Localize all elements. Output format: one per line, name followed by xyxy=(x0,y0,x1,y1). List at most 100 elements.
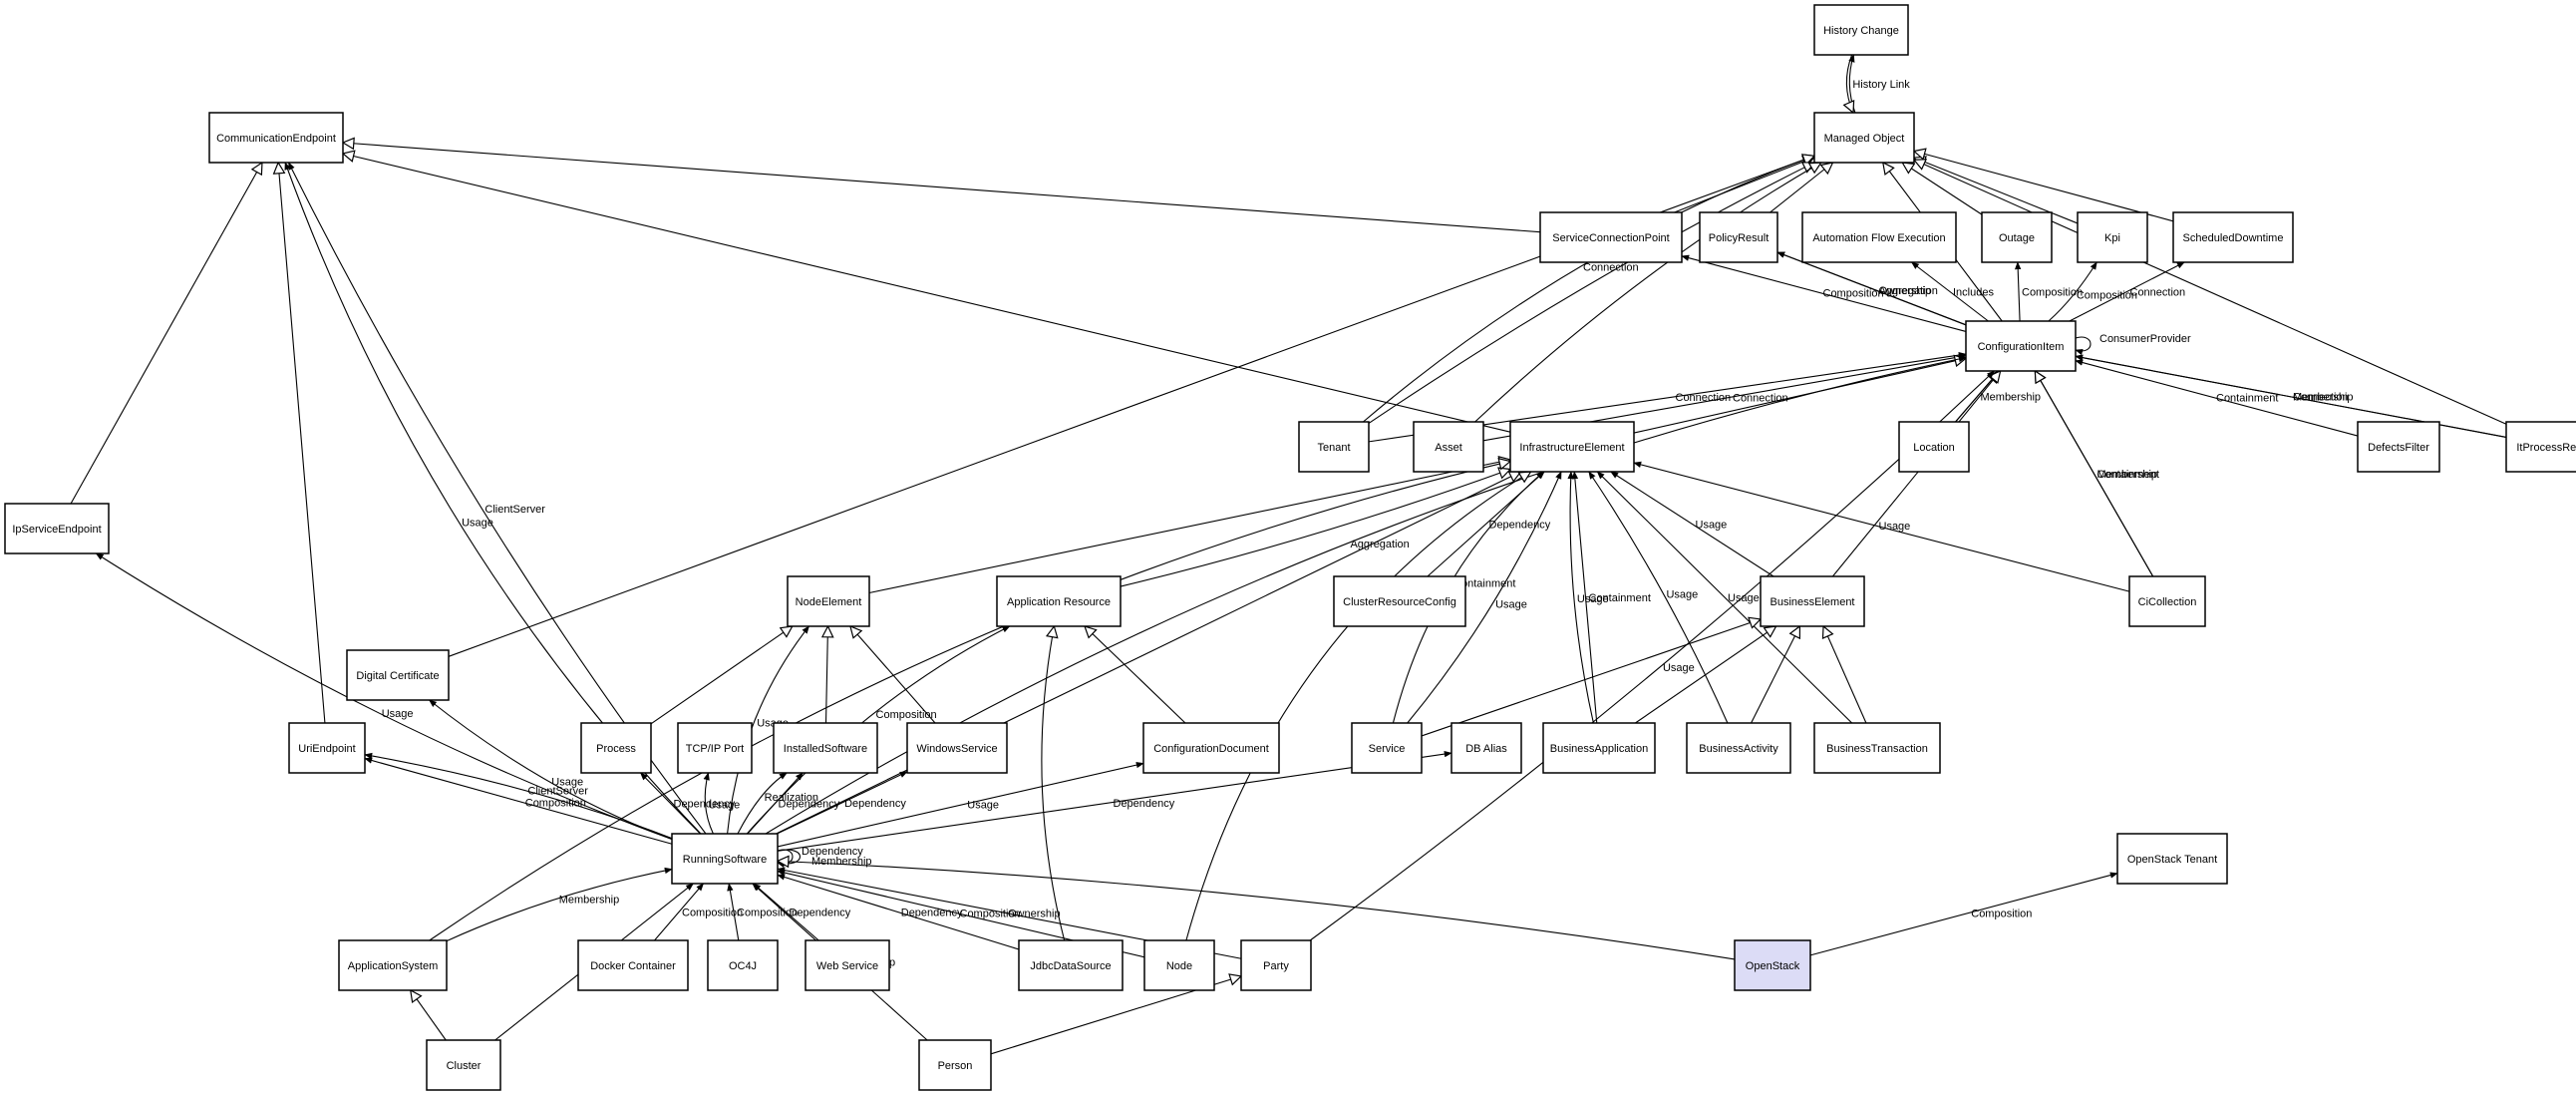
node-docker-container[interactable]: Docker Container xyxy=(577,939,689,991)
node-box xyxy=(1539,211,1683,263)
edge-line xyxy=(2069,261,2185,322)
node-openstack[interactable]: OpenStack xyxy=(1734,939,1811,991)
node-location[interactable]: Location xyxy=(1898,421,1970,473)
edge-service-connection-point-to-communication-endpoint xyxy=(343,143,1541,233)
node-label: ScheduledDowntime xyxy=(2183,232,2284,244)
edge-running-software-to-uri-endpoint xyxy=(364,752,673,840)
node-box xyxy=(1813,722,1941,774)
node-box xyxy=(1450,722,1522,774)
edge-label: ClientServer xyxy=(484,504,545,516)
node-business-activity[interactable]: BusinessActivity xyxy=(1686,722,1791,774)
node-policy-result[interactable]: PolicyResult xyxy=(1699,211,1778,263)
edge-ip-service-endpoint-to-communication-endpoint xyxy=(70,163,262,505)
edge-line xyxy=(2075,336,2092,356)
node-jdbc-data-source[interactable]: JdbcDataSource xyxy=(1018,939,1124,991)
edge-line xyxy=(1823,626,1867,724)
node-node[interactable]: Node xyxy=(1143,939,1215,991)
node-uri-endpoint[interactable]: UriEndpoint xyxy=(288,722,366,774)
node-application-resource[interactable]: Application Resource xyxy=(996,575,1122,627)
node-business-application[interactable]: BusinessApplication xyxy=(1542,722,1656,774)
edge-process-to-node-element xyxy=(650,626,793,725)
node-application-system[interactable]: ApplicationSystem xyxy=(338,939,448,991)
edge-line xyxy=(1914,158,2079,224)
node-box xyxy=(346,649,450,701)
node-label: PolicyResult xyxy=(1709,232,1770,244)
edge-cluster-resource-config-to-infrastructure-element xyxy=(1427,471,1545,577)
node-scheduled-downtime[interactable]: ScheduledDowntime xyxy=(2172,211,2294,263)
node-label: Person xyxy=(938,1060,973,1072)
node-managed-object[interactable]: Managed Object xyxy=(1813,112,1915,164)
edge-label: Connection xyxy=(1583,262,1639,274)
node-process[interactable]: Process xyxy=(580,722,652,774)
edge-label: Usage xyxy=(1879,521,1911,533)
edge-application-system-to-infrastructure-element xyxy=(429,462,1510,941)
node-openstack-tenant[interactable]: OpenStack Tenant xyxy=(2116,833,2228,885)
node-tcp-ip-port[interactable]: TCP/IP Port xyxy=(677,722,753,774)
node-windows-service[interactable]: WindowsService xyxy=(906,722,1008,774)
edge-line xyxy=(2048,261,2097,322)
edge-docker-container-to-running-software xyxy=(654,883,705,941)
node-business-transaction[interactable]: BusinessTransaction xyxy=(1813,722,1941,774)
edge-business-transaction-to-business-element xyxy=(1823,626,1867,724)
node-box xyxy=(1143,939,1215,991)
node-infrastructure-element[interactable]: InfrastructureElement xyxy=(1509,421,1635,473)
node-digital-certificate[interactable]: Digital Certificate xyxy=(346,649,450,701)
edge-line xyxy=(1427,471,1545,577)
edge-line xyxy=(737,772,788,835)
edge-jdbc-data-source-to-running-software xyxy=(777,874,1020,950)
node-service-connection-point[interactable]: ServiceConnectionPoint xyxy=(1539,211,1683,263)
node-history-change[interactable]: History Change xyxy=(1813,4,1909,56)
edge-outage-to-managed-object xyxy=(1902,163,1983,215)
node-cluster[interactable]: Cluster xyxy=(426,1039,501,1091)
node-box xyxy=(2077,211,2148,263)
edge-line xyxy=(1567,471,1594,724)
edge-line xyxy=(1185,472,1531,941)
node-node-element[interactable]: NodeElement xyxy=(787,575,870,627)
node-installed-software[interactable]: InstalledSoftware xyxy=(773,722,878,774)
edge-label: Containment xyxy=(1453,578,1515,590)
edge-line xyxy=(868,460,1510,594)
node-db-alias[interactable]: DB Alias xyxy=(1450,722,1522,774)
node-tenant[interactable]: Tenant xyxy=(1298,421,1370,473)
node-configuration-document[interactable]: ConfigurationDocument xyxy=(1142,722,1280,774)
node-label: CiCollection xyxy=(2138,596,2197,608)
node-person[interactable]: Person xyxy=(918,1039,992,1091)
node-automation-flow-execution[interactable]: Automation Flow Execution xyxy=(1801,211,1957,263)
node-asset[interactable]: Asset xyxy=(1413,421,1484,473)
node-it-process-record[interactable]: ItProcessRecord xyxy=(2505,421,2576,473)
node-outage[interactable]: Outage xyxy=(1981,211,2053,263)
node-box xyxy=(918,1039,992,1091)
edge-line xyxy=(1914,152,2174,222)
node-kpi[interactable]: Kpi xyxy=(2077,211,2148,263)
node-service[interactable]: Service xyxy=(1351,722,1423,774)
node-configuration-item[interactable]: ConfigurationItem xyxy=(1965,320,2077,372)
edge-label: ClientServer xyxy=(527,785,588,797)
node-defects-filter[interactable]: DefectsFilter xyxy=(2357,421,2440,473)
node-web-service[interactable]: Web Service xyxy=(805,939,890,991)
node-label: Automation Flow Execution xyxy=(1812,232,1945,244)
edge-jdbc-data-source-to-application-resource xyxy=(1041,626,1066,941)
edge-label: Usage xyxy=(967,799,999,811)
node-ci-collection[interactable]: CiCollection xyxy=(2128,575,2206,627)
node-business-element[interactable]: BusinessElement xyxy=(1760,575,1865,627)
edge-line xyxy=(747,772,804,835)
edge-business-element-to-infrastructure-element xyxy=(1610,471,1774,577)
node-cluster-resource-config[interactable]: ClusterResourceConfig xyxy=(1333,575,1466,627)
node-box xyxy=(1734,939,1811,991)
node-box xyxy=(1413,421,1484,473)
node-communication-endpoint[interactable]: CommunicationEndpoint xyxy=(208,112,344,164)
node-running-software[interactable]: RunningSoftware xyxy=(671,833,779,885)
edge-configuration-item-to-scheduled-downtime xyxy=(2069,261,2185,322)
edge-it-process-record-to-managed-object xyxy=(1914,160,2507,425)
edge-infrastructure-element-to-configuration-item xyxy=(1633,358,1966,434)
node-ip-service-endpoint[interactable]: IpServiceEndpoint xyxy=(4,503,110,554)
node-oc4j[interactable]: OC4J xyxy=(707,939,779,991)
edge-label: Composition xyxy=(2022,287,2083,299)
edge-label: Usage xyxy=(382,708,414,720)
node-box xyxy=(2505,421,2576,473)
edge-label: Composition xyxy=(737,908,798,919)
edge-label: Includes xyxy=(1953,287,1994,299)
edge-line xyxy=(639,772,701,835)
node-label: BusinessApplication xyxy=(1550,743,1648,755)
node-party[interactable]: Party xyxy=(1240,939,1312,991)
